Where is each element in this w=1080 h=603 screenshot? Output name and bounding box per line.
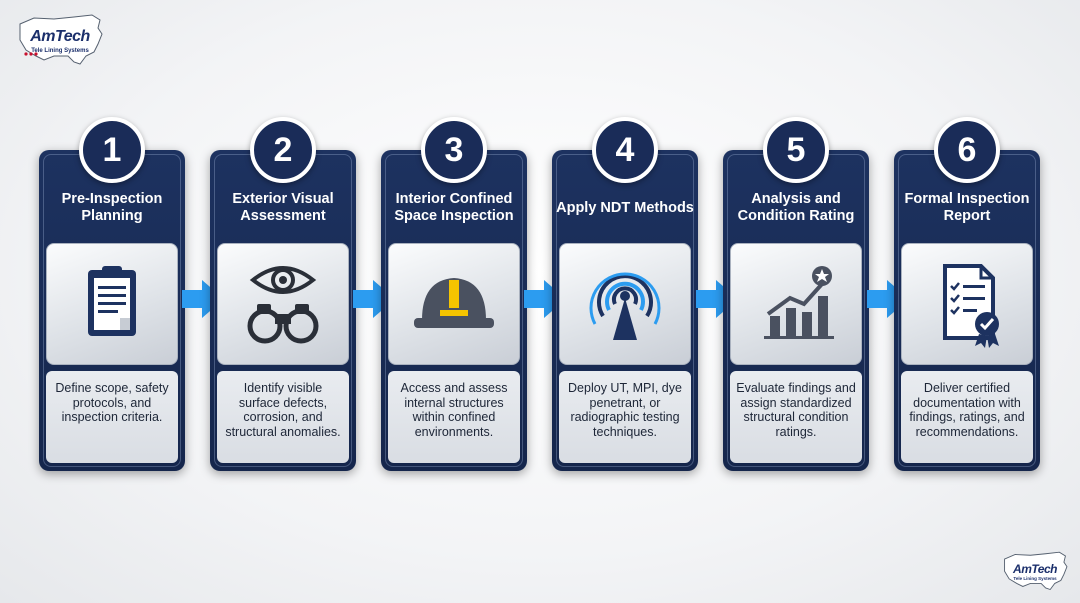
- step-card-2: 2 Exterior Visual Assessment Identify vi…: [210, 117, 356, 471]
- step-number: 2: [250, 117, 316, 183]
- step-icon-panel: [559, 243, 691, 365]
- clipboard-icon: [88, 266, 136, 336]
- step-icon-panel: [217, 243, 349, 365]
- step-number: 5: [763, 117, 829, 183]
- step-icon-panel: [730, 243, 862, 365]
- step-icon-panel: [46, 243, 178, 365]
- step-title: Interior Confined Space Inspection: [394, 191, 514, 224]
- step-title: Analysis and Condition Rating: [737, 191, 855, 224]
- signal-sensor-icon: [589, 272, 661, 340]
- right-arrow-icon: [522, 276, 568, 322]
- step-description: Deliver certified documentation with fin…: [901, 371, 1033, 463]
- brand-name: AmTech: [30, 28, 90, 45]
- step-title: Apply NDT Methods: [556, 199, 694, 216]
- step-title: Pre-Inspection Planning: [61, 191, 163, 224]
- step-number: 1: [79, 117, 145, 183]
- step-number: 4: [592, 117, 658, 183]
- step-card-1: 1 Pre-Inspection Planning Define scope, …: [39, 117, 185, 471]
- brand-tagline: Tele Lining Systems: [31, 48, 89, 54]
- usa-map-logo-icon: [1004, 551, 1068, 591]
- bar-chart-star-icon: [764, 266, 834, 339]
- step-description: Define scope, safety protocols, and insp…: [46, 371, 178, 463]
- brand-logo: AmTech Tele Lining Systems: [14, 10, 106, 72]
- step-title: Formal Inspection Report: [904, 191, 1030, 224]
- brand-tagline: Tele Lining Systems: [1013, 576, 1057, 581]
- step-description: Access and assess internal structures wi…: [388, 371, 520, 463]
- step-card-4: 4 Apply NDT Methods Deploy UT, MPI, dye …: [552, 117, 698, 471]
- right-arrow-icon: [351, 276, 397, 322]
- step-title: Exterior Visual Assessment: [232, 191, 334, 224]
- step-description: Identify visible surface defects, corros…: [217, 371, 349, 463]
- step-icon-panel: [901, 243, 1033, 365]
- right-arrow-icon: [865, 276, 911, 322]
- step-description: Deploy UT, MPI, dye penetrant, or radiog…: [559, 371, 691, 463]
- step-card-6: 6 Formal Inspection Report Deliver certi…: [894, 117, 1040, 471]
- step-icon-panel: [388, 243, 520, 365]
- usa-map-logo-icon: [19, 14, 103, 65]
- brand-name: AmTech: [1013, 562, 1057, 576]
- brand-logo-footer: AmTech Tele Lining Systems: [1000, 548, 1070, 596]
- step-number: 6: [934, 117, 1000, 183]
- certified-report-icon: [943, 264, 999, 348]
- right-arrow-icon: [694, 276, 740, 322]
- right-arrow-icon: [180, 276, 226, 322]
- step-card-3: 3 Interior Confined Space Inspection Acc…: [381, 117, 527, 471]
- step-number: 3: [421, 117, 487, 183]
- hard-hat-icon: [414, 278, 494, 328]
- eye-binoculars-icon: [247, 266, 319, 344]
- step-card-5: 5 Analysis and Condition Rating Evaluate…: [723, 117, 869, 471]
- step-description: Evaluate findings and assign standardize…: [730, 371, 862, 463]
